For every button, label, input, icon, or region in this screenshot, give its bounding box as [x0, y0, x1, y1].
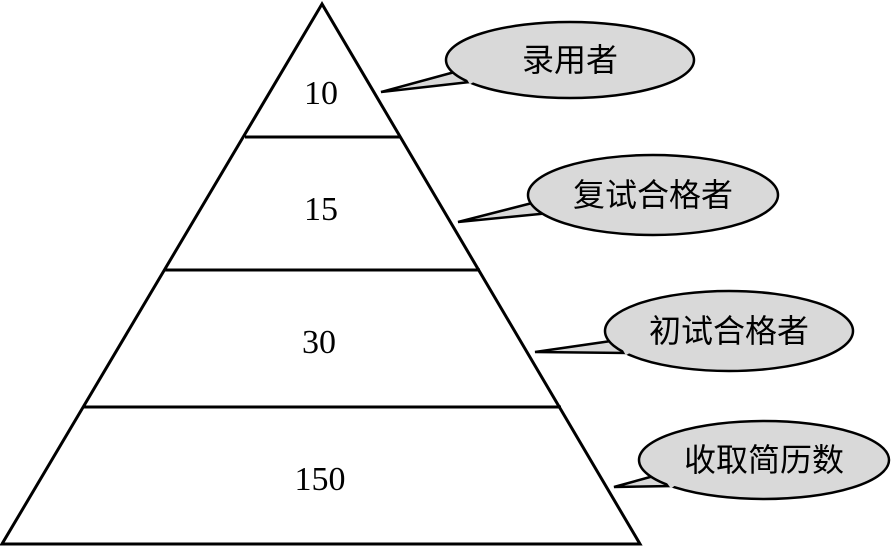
callout-label: 收取简历数 [684, 441, 844, 479]
callout-hired: 录用者 [380, 20, 696, 100]
callout-label: 初试合格者 [649, 312, 809, 350]
callout-first-round: 初试合格者 [534, 289, 855, 373]
callout-bubble [603, 289, 855, 373]
callout-bubble [444, 20, 696, 100]
pyramid-outline [0, 1, 643, 546]
level-value-first-round: 30 [302, 324, 336, 361]
callout-label: 复试合格者 [573, 176, 733, 214]
level-value-hired: 10 [304, 75, 338, 112]
callout-second-round: 复试合格者 [457, 153, 780, 237]
level-value-resumes: 150 [295, 461, 346, 498]
callout-bubble [526, 153, 780, 237]
level-value-second-round: 15 [304, 191, 338, 228]
callout-resumes: 收取简历数 [613, 419, 891, 501]
callout-label: 录用者 [522, 41, 618, 79]
callout-bubble [637, 419, 891, 501]
